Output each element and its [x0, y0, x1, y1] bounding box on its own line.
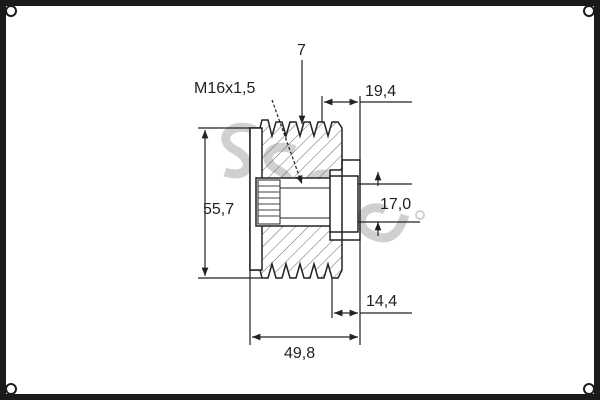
dim-bottom-right-label: 14,4	[366, 293, 397, 310]
dim-width-label: 49,8	[284, 345, 315, 362]
dim-width-lines	[249, 240, 361, 345]
dim-bore-lines	[358, 172, 420, 236]
spline-teeth	[258, 185, 280, 217]
hub-end	[329, 175, 359, 233]
dim-bottom-right-lines	[331, 278, 412, 318]
dim-bore-label: 17,0	[380, 196, 411, 213]
thread-label: M16x1,5	[194, 80, 255, 97]
dim-top-right-lines	[321, 96, 412, 160]
dim-height-label: 55,7	[203, 201, 234, 218]
spline	[257, 179, 281, 225]
dim-height-lines	[198, 127, 262, 279]
corner-bolt-icon	[5, 5, 595, 395]
dim-top-right-label: 19,4	[365, 83, 396, 100]
dim-groove-label: 7	[297, 42, 306, 59]
